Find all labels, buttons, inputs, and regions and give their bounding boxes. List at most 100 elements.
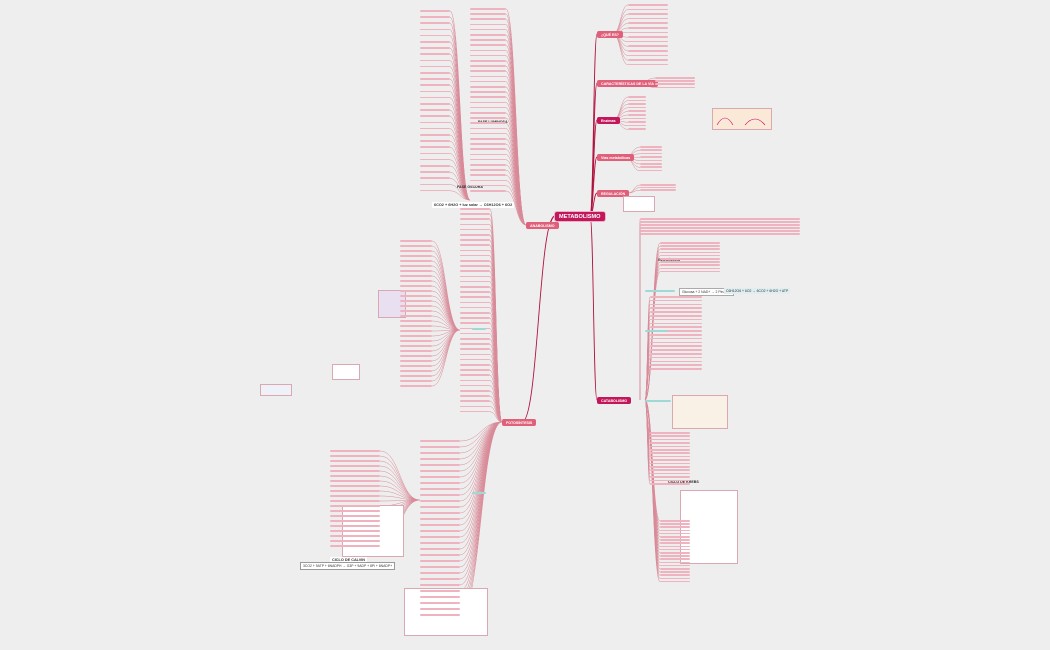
leaf-node[interactable] [460, 353, 490, 356]
leaf-node[interactable] [628, 106, 646, 109]
leaf-node[interactable] [470, 158, 506, 161]
leaf-node[interactable] [470, 60, 506, 62]
leaf-node[interactable] [660, 552, 690, 554]
leaf-node[interactable] [660, 254, 720, 257]
leaf-node[interactable] [650, 472, 690, 475]
leaf-node[interactable] [470, 190, 506, 192]
leaf-node[interactable] [400, 240, 432, 242]
leaf-node[interactable] [420, 530, 460, 532]
leaf-node[interactable] [628, 50, 668, 52]
leaf-node[interactable] [628, 59, 668, 61]
leaf-node[interactable] [420, 584, 460, 586]
leaf-node[interactable] [400, 330, 432, 332]
leaf-node[interactable] [655, 77, 695, 79]
leaf-node[interactable] [660, 248, 720, 250]
leaf-node[interactable] [400, 300, 432, 302]
leaf-node[interactable] [628, 4, 668, 6]
leaf-node[interactable] [628, 124, 646, 127]
leaf-node[interactable] [660, 520, 690, 522]
leaf-node[interactable] [460, 348, 490, 350]
leaf-node[interactable] [420, 608, 460, 610]
leaf-node[interactable] [660, 548, 690, 551]
leaf-node[interactable] [470, 138, 506, 140]
leaf-node[interactable] [470, 117, 506, 119]
leaf-node[interactable] [420, 10, 450, 12]
leaf-node[interactable] [460, 358, 490, 361]
leaf-node[interactable] [460, 270, 490, 272]
leaf-node[interactable] [470, 169, 506, 171]
leaf-node[interactable] [628, 103, 646, 105]
leaf-node[interactable] [660, 242, 720, 244]
leaf-node[interactable] [420, 596, 460, 598]
leaf-node[interactable] [420, 476, 460, 478]
leaf-node[interactable] [470, 132, 506, 135]
leaf-node[interactable] [470, 23, 506, 26]
leaf-node[interactable] [470, 153, 506, 156]
leaf-node[interactable] [400, 265, 432, 267]
leaf-node[interactable] [660, 577, 690, 580]
leaf-node[interactable] [460, 228, 490, 231]
leaf-node[interactable] [460, 379, 490, 382]
leaf-node[interactable] [420, 500, 460, 502]
leaf-node[interactable] [640, 163, 662, 165]
leaf-node[interactable] [645, 290, 675, 292]
leaf-node[interactable] [640, 227, 800, 229]
leaf-node[interactable] [660, 571, 690, 573]
leaf-node[interactable] [660, 251, 720, 254]
leaf-node[interactable] [420, 22, 450, 24]
leaf-node[interactable] [420, 506, 460, 508]
leaf-node[interactable] [420, 140, 450, 142]
leaf-node[interactable] [400, 375, 432, 377]
leaf-node[interactable] [400, 275, 432, 277]
leaf-node[interactable] [470, 122, 506, 124]
leaf-node[interactable] [330, 450, 380, 452]
leaf-node[interactable] [400, 315, 432, 317]
leaf-node[interactable] [330, 460, 380, 462]
leaf-node[interactable] [640, 169, 662, 172]
leaf-node[interactable] [660, 529, 690, 532]
leaf-node[interactable] [660, 270, 720, 273]
leaf-node[interactable] [330, 505, 380, 507]
leaf-node[interactable] [470, 148, 506, 150]
leaf-node[interactable] [460, 239, 490, 241]
leaf-node[interactable] [660, 526, 690, 528]
leaf-node[interactable] [470, 127, 506, 130]
leaf-node[interactable] [420, 482, 460, 484]
leaf-node[interactable] [420, 488, 460, 490]
leaf-node[interactable] [470, 75, 506, 78]
leaf-node[interactable] [420, 134, 450, 136]
leaf-node[interactable] [460, 254, 490, 257]
leaf-node[interactable] [420, 518, 460, 520]
leaf-node[interactable] [400, 340, 432, 342]
leaf-node[interactable] [640, 218, 800, 220]
leaf-node[interactable] [420, 90, 450, 93]
leaf-node[interactable] [330, 495, 380, 497]
leaf-node[interactable] [420, 127, 450, 130]
leaf-node[interactable] [400, 255, 432, 257]
leaf-node[interactable] [460, 275, 490, 278]
leaf-node[interactable] [650, 476, 690, 478]
leaf-node[interactable] [420, 16, 450, 18]
leaf-node[interactable] [330, 535, 380, 537]
leaf-node[interactable] [660, 267, 720, 270]
leaf-node[interactable] [420, 542, 460, 544]
leaf-node[interactable] [470, 174, 506, 176]
leaf-node[interactable] [628, 114, 646, 116]
leaf-node[interactable] [650, 334, 702, 336]
leaf-node[interactable] [650, 345, 702, 347]
leaf-node[interactable] [650, 368, 702, 370]
leaf-node[interactable] [470, 18, 506, 20]
leaf-node[interactable] [460, 400, 490, 402]
branch-anabolismo[interactable]: ANABOLISMO [526, 222, 559, 229]
leaf-node[interactable] [650, 445, 690, 448]
leaf-node[interactable] [420, 72, 450, 74]
leaf-node[interactable] [400, 370, 432, 372]
leaf-node[interactable] [460, 405, 490, 408]
leaf-node[interactable] [650, 318, 702, 321]
leaf-node[interactable] [420, 96, 450, 99]
leaf-node[interactable] [660, 536, 690, 538]
leaf-node[interactable] [420, 59, 450, 62]
leaf-node[interactable] [650, 299, 702, 302]
leaf-node[interactable] [400, 320, 432, 322]
leaf-node[interactable] [400, 305, 432, 307]
